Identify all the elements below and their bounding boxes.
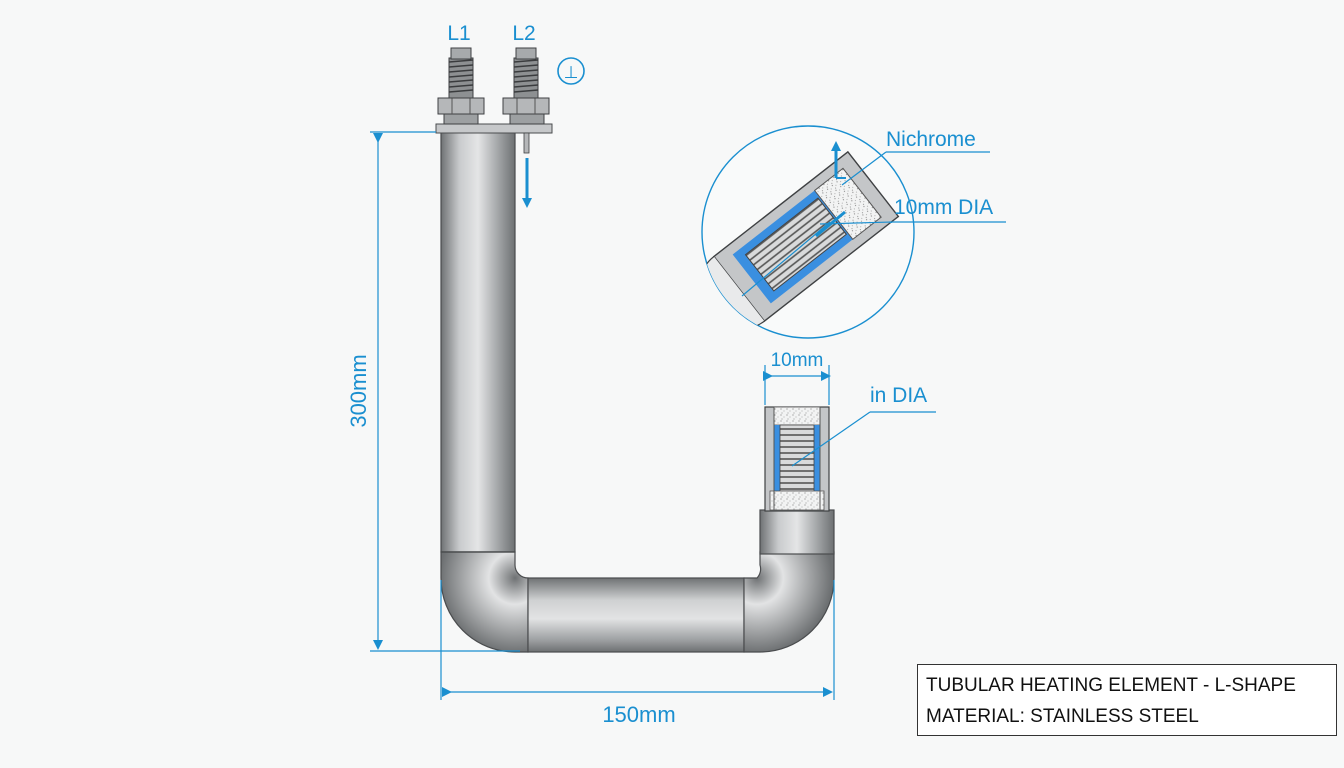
label-height: 300mm [346,354,371,427]
vertical-leg [440,131,516,553]
label-end-dia: in DIA [870,384,927,407]
label-l2: L2 [512,22,535,45]
title-block: TUBULAR HEATING ELEMENT - L-SHAPE MATERI… [917,664,1337,736]
label-l1: L1 [447,22,470,45]
ground-tab [523,132,530,154]
end-cutaway [764,406,830,512]
horizontal-leg [527,577,745,653]
label-detail-dia: 10mm DIA [894,196,993,219]
terminal-l2 [502,47,550,125]
title-line-2: MATERIAL: STAINLESS STEEL [926,706,1199,727]
mounting-flange [435,123,553,134]
left-bend [440,551,529,653]
label-end-width: 10mm [771,350,824,371]
ground-symbol-icon: ⊥ [564,63,579,82]
detail-leaders [819,151,1006,225]
height-dimension [370,131,520,652]
terminal-l1 [437,47,485,125]
right-bend [743,551,835,653]
width-dimension [440,580,835,700]
tube-body [440,131,835,653]
end-width-dimension [763,365,831,405]
label-width: 150mm [602,702,675,727]
detail-view [701,125,915,339]
right-stub [759,509,835,555]
ground-symbol-ring [557,57,585,85]
end-dia-leader [791,411,936,467]
label-nichrome: Nichrome [886,128,976,151]
title-line-1: TUBULAR HEATING ELEMENT - L-SHAPE [926,675,1296,696]
terminal-assembly [435,47,553,208]
